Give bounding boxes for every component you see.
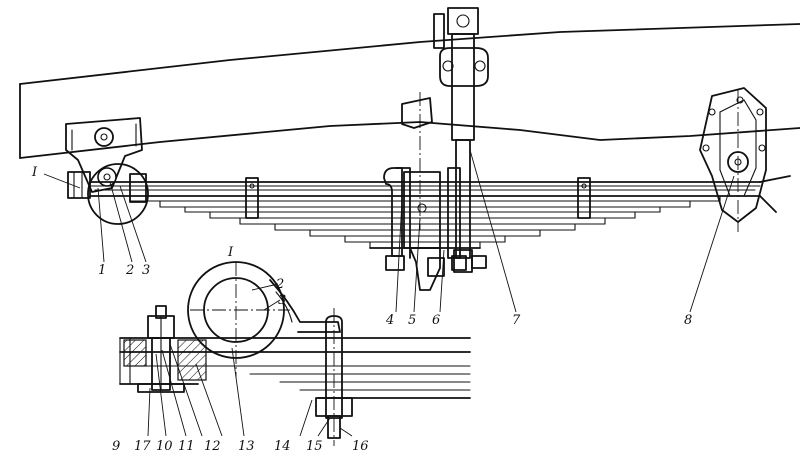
label-13: 13 [238, 439, 255, 452]
label-detail-3: 3 [278, 293, 286, 308]
label-6: 6 [432, 313, 440, 328]
label-detail-2: 2 [275, 277, 284, 292]
label-8: 8 [684, 313, 692, 328]
label-16: 16 [352, 439, 369, 452]
label-12: 12 [204, 439, 221, 452]
label-4: 4 [385, 313, 394, 328]
rebound-clip-right [577, 177, 591, 219]
detail-view-i [119, 261, 471, 446]
label-14: 14 [274, 439, 291, 452]
label-15: 15 [306, 439, 323, 452]
label-9: 9 [112, 439, 120, 452]
leader-lines [43, 149, 735, 437]
rubber-bumper [401, 97, 433, 129]
label-1: 1 [98, 263, 106, 278]
front-shackle [67, 163, 149, 225]
callout-labels: I 1 2 3 4 5 6 7 8 I 2 3 9 17 10 11 12 13… [31, 165, 692, 452]
label-7: 7 [512, 313, 521, 328]
label-2: 2 [125, 263, 134, 278]
label-17: 17 [134, 439, 151, 452]
label-10: 10 [156, 439, 173, 452]
shock-absorber [433, 7, 489, 273]
rebound-clip-left [245, 177, 259, 219]
label-11: 11 [178, 439, 195, 452]
spring-pad [403, 171, 445, 291]
label-3: 3 [142, 263, 150, 278]
frame-side-member [19, 23, 800, 159]
label-5: 5 [408, 313, 416, 328]
label-section-detail: I [227, 245, 234, 260]
leaf-spring-pack [89, 175, 791, 249]
label-section-top: I [31, 165, 38, 180]
rear-spring-bracket [699, 87, 767, 223]
